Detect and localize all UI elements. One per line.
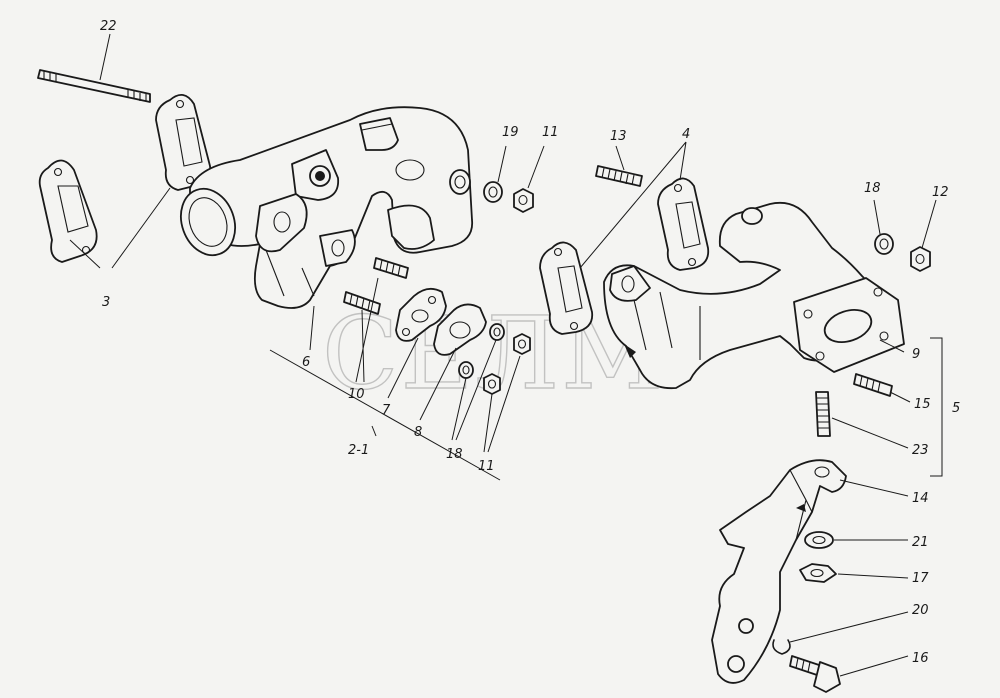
label-4: 4 (682, 127, 690, 142)
label-16: 16 (912, 651, 929, 666)
label-13: 13 (610, 129, 627, 144)
part-10-studs (343, 257, 409, 315)
label-19: 19 (502, 125, 519, 140)
part-12-nut (910, 246, 931, 272)
part-18-washers-left (458, 323, 505, 379)
part-11-nuts-left (483, 333, 531, 395)
label-23: 23 (912, 443, 929, 458)
label-2-1: 2-1 (348, 443, 369, 458)
label-11-top: 11 (542, 125, 559, 140)
part-labels: 22 3 19 11 13 4 18 12 6 10 7 8 18 11 2-1… (100, 19, 960, 666)
label-7: 7 (382, 403, 391, 418)
label-10: 10 (348, 387, 365, 402)
part-22-long-stud (37, 69, 151, 103)
label-11-bottom: 11 (478, 459, 495, 474)
part-13-stud (595, 165, 643, 187)
part-19-washer (483, 181, 503, 203)
part-4-gasket-front (539, 241, 594, 335)
part-16-bolt (789, 655, 841, 693)
left-exhaust-manifold (180, 106, 474, 309)
part-20-lock-washer (772, 639, 791, 655)
part-23-stud (815, 391, 831, 437)
label-14: 14 (912, 491, 929, 506)
label-21: 21 (912, 535, 929, 550)
part-21-washer (804, 531, 834, 549)
label-18-left: 18 (446, 447, 463, 462)
part-11-nut-top (513, 188, 534, 213)
label-15: 15 (914, 397, 931, 412)
leader-lines (69, 33, 943, 677)
part-3-gasket-front (38, 159, 98, 263)
part-7-gasket (395, 287, 447, 342)
part-3-gasket-rear (155, 94, 212, 191)
label-18-right: 18 (864, 181, 881, 196)
label-8: 8 (414, 425, 422, 440)
right-exhaust-manifold (603, 201, 905, 390)
part-4-gasket-rear (657, 177, 710, 271)
part-18-washer-right (874, 233, 894, 255)
part-14-bracket (711, 459, 847, 684)
label-17: 17 (912, 571, 929, 586)
label-6: 6 (302, 355, 310, 370)
label-5: 5 (952, 401, 960, 416)
label-20: 20 (912, 603, 929, 618)
label-9: 9 (912, 347, 920, 362)
label-3: 3 (102, 295, 110, 310)
part-8-gasket (433, 303, 487, 356)
label-12: 12 (932, 185, 949, 200)
label-22: 22 (100, 19, 117, 34)
part-15-stud (853, 373, 893, 397)
part-17-nut (799, 563, 837, 583)
